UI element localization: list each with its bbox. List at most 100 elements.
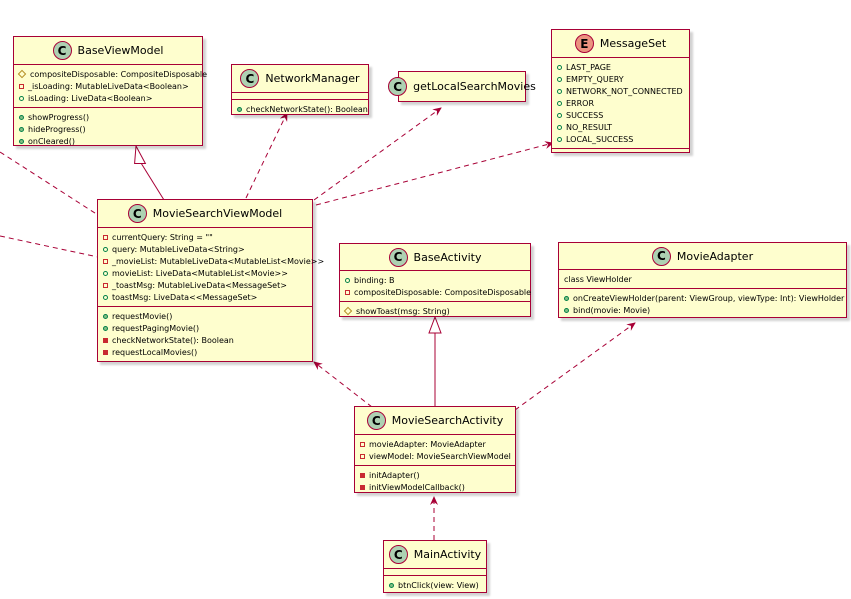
method-row: onCreateViewHolder(parent: ViewGroup, vi… [564, 292, 845, 304]
protected-visibility-icon [17, 69, 27, 79]
field-row: _toastMsg: MutableLiveData<MessageSet> [103, 279, 308, 291]
field-row: class ViewHolder [564, 273, 842, 285]
dependency-edge-movieadapter [514, 322, 636, 411]
field-row: LAST_PAGE [557, 61, 685, 73]
methods-section: showToast(msg: String) [340, 301, 530, 320]
method-row: requestPagingMovie() [103, 322, 308, 334]
field-text: LOCAL_SUCCESS [566, 134, 634, 144]
public-visibility-icon [103, 270, 108, 276]
field-text: ERROR [566, 98, 595, 108]
private-visibility-icon [360, 472, 365, 478]
fields-section: binding: B compositeDisposable: Composite… [340, 270, 532, 301]
class-icon: C [388, 77, 408, 96]
class-name: MovieAdapter [676, 249, 754, 263]
dependency-edge-getlocalsearchmovies [313, 107, 442, 201]
field-text: NETWORK_NOT_CONNECTED [566, 86, 683, 96]
method-text: onCreateViewHolder(parent: ViewGroup, vi… [573, 293, 845, 303]
dependency-edge-offscreen-1 [0, 151, 99, 216]
private-visibility-icon [103, 234, 108, 240]
method-row: bind(movie: Movie) [564, 304, 842, 316]
field-row: viewModel: MovieSearchViewModel [360, 450, 511, 462]
methods-section: onCreateViewHolder(parent: ViewGroup, vi… [559, 288, 846, 319]
private-visibility-icon [360, 441, 365, 447]
field-text: movieList: LiveData<MutableList<Movie>> [112, 268, 288, 278]
private-visibility-icon [103, 258, 108, 264]
field-row: NETWORK_NOT_CONNECTED [557, 85, 685, 97]
field-row: compositeDisposable: CompositeDisposable [17, 68, 207, 80]
method-text: showProgress() [28, 112, 90, 122]
field-text: toastMsg: LiveData<<MessageSet> [112, 292, 258, 302]
class-name: BaseViewModel [77, 44, 164, 57]
class-name: getLocalSearchMovies [413, 80, 536, 93]
public-visibility-icon [557, 100, 562, 106]
field-text: EMPTY_QUERY [566, 74, 624, 84]
public-visibility-icon [564, 295, 569, 301]
field-text: binding: B [354, 275, 395, 285]
field-row: EMPTY_QUERY [557, 73, 685, 85]
class-icon: C [240, 69, 260, 88]
field-text: _isLoading: MutableLiveData<Boolean> [28, 81, 189, 91]
public-visibility-icon [557, 64, 562, 70]
dependency-edge-networkmanager [245, 112, 288, 199]
public-visibility-icon [557, 76, 562, 82]
fields-section: class ViewHolder [559, 269, 846, 288]
field-text: currentQuery: String = "" [112, 232, 213, 242]
class-name: MessageSet [599, 37, 667, 50]
field-text: _toastMsg: MutableLiveData<MessageSet> [112, 280, 287, 290]
field-row: movieList: LiveData<MutableList<Movie>> [103, 267, 308, 279]
method-text: showToast(msg: String) [356, 306, 450, 316]
fields-section: compositeDisposable: CompositeDisposable… [14, 64, 207, 107]
public-visibility-icon [103, 313, 108, 319]
field-row: toastMsg: LiveData<<MessageSet> [103, 291, 308, 303]
class-icon: C [52, 41, 72, 60]
method-row: showToast(msg: String) [343, 305, 526, 317]
method-text: checkNetworkState(): Boolean [112, 335, 234, 345]
protected-visibility-icon [343, 306, 353, 316]
method-row: btnClick(view: View) [389, 579, 482, 591]
enum-icon: E [574, 34, 594, 53]
method-text: initViewModelCallback() [369, 482, 465, 492]
field-row: _movieList: MutableLiveData<MutableList<… [103, 255, 324, 267]
public-visibility-icon [19, 138, 24, 144]
class-movie-adapter: C MovieAdapter class ViewHolder onCreateV… [558, 242, 847, 318]
fields-section [384, 568, 486, 575]
method-text: onCleared() [28, 136, 75, 146]
private-visibility-icon [103, 349, 108, 355]
method-row: checkNetworkState(): Boolean [237, 103, 368, 115]
methods-section: btnClick(view: View) [384, 575, 486, 594]
extends-arrowhead-activity [428, 315, 442, 334]
field-text: viewModel: MovieSearchViewModel [369, 451, 511, 461]
field-text: compositeDisposable: CompositeDisposable [354, 287, 532, 297]
dependency-edge-viewmodel [313, 361, 373, 408]
private-visibility-icon [345, 289, 350, 295]
public-visibility-icon [564, 307, 569, 313]
extends-arrowhead-viewmodel [134, 144, 147, 164]
field-text: compositeDisposable: CompositeDisposable [30, 69, 208, 79]
private-visibility-icon [103, 282, 108, 288]
method-text: requestPagingMovie() [112, 323, 200, 333]
field-row: movieAdapter: MovieAdapter [360, 438, 511, 450]
public-visibility-icon [389, 582, 394, 588]
field-text: class ViewHolder [564, 274, 632, 284]
field-text: isLoading: LiveData<Boolean> [28, 93, 153, 103]
class-icon: C [127, 204, 147, 223]
field-row: NO_RESULT [557, 121, 685, 133]
method-row: requestLocalMovies() [103, 346, 308, 358]
field-row: query: MutableLiveData<String> [103, 243, 308, 255]
method-text: requestLocalMovies() [112, 347, 198, 357]
public-visibility-icon [103, 246, 108, 252]
extends-edge-viewmodel [140, 162, 165, 201]
method-row: onCleared() [19, 135, 198, 147]
class-icon: C [651, 246, 671, 266]
method-text: bind(movie: Movie) [573, 305, 651, 315]
method-text: hideProgress() [28, 124, 86, 134]
